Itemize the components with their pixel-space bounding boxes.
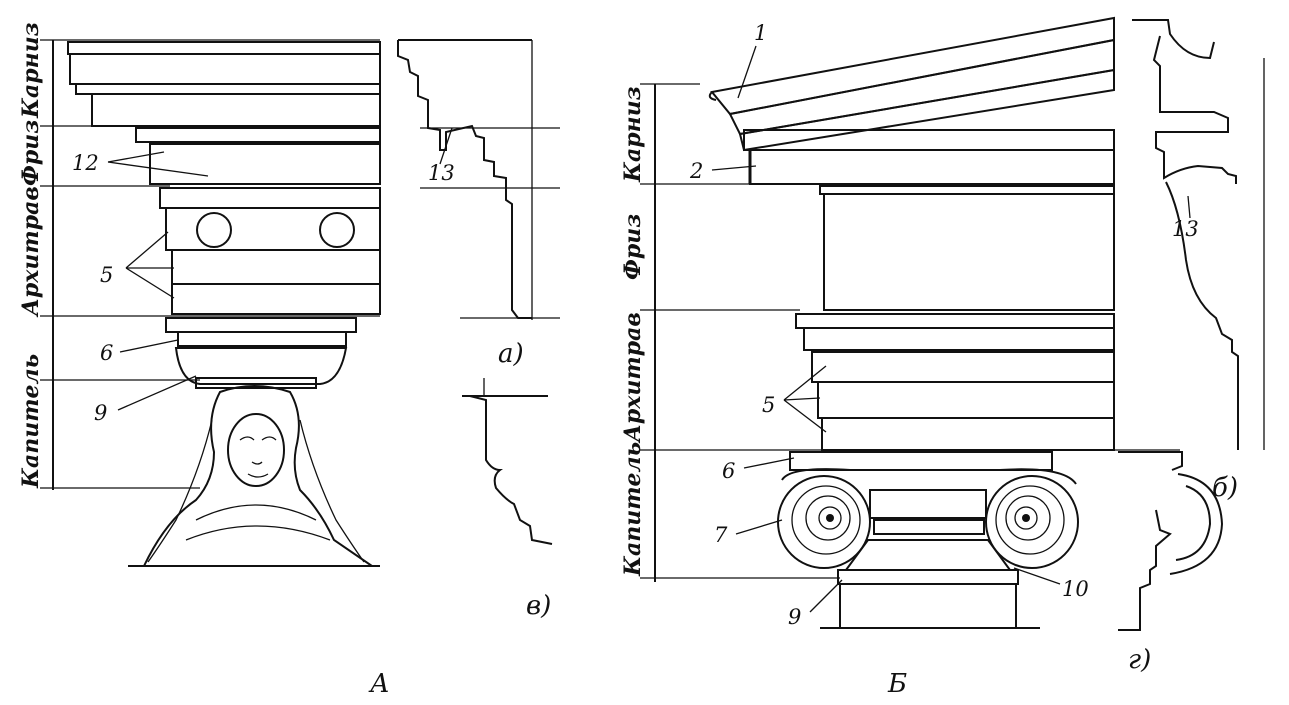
left-zone-label-capital: Капитель xyxy=(18,354,44,489)
left-capital xyxy=(165,317,357,389)
left-frieze xyxy=(135,127,381,185)
right-frieze xyxy=(819,185,1115,311)
right-number-13: 13 xyxy=(1172,217,1199,241)
right-architrave xyxy=(795,313,1115,451)
left-zone-label-cornice: Карниз xyxy=(18,22,44,119)
profile-label-v: в) xyxy=(526,591,551,621)
right-number-10: 10 xyxy=(1062,577,1089,601)
leader-lines xyxy=(107,45,1191,613)
right-capital xyxy=(777,451,1079,629)
volute-right xyxy=(985,475,1079,569)
left-number-13: 13 xyxy=(428,161,455,185)
left-architrave xyxy=(159,187,381,315)
left-number-9: 9 xyxy=(94,401,107,425)
right-zone-label-cornice: Карниз xyxy=(620,86,646,183)
caryatid-figure xyxy=(128,385,380,567)
right-number-1: 1 xyxy=(754,21,767,45)
profile-g xyxy=(1118,451,1224,631)
profile-label-a: а) xyxy=(498,339,524,369)
left-number-6: 6 xyxy=(100,341,113,365)
left-zone-label-architrave: Архитрав xyxy=(18,186,44,318)
profile-label-g: г) xyxy=(1128,645,1151,675)
right-number-9: 9 xyxy=(788,605,801,629)
right-zone-label-frieze: Фриз xyxy=(620,214,646,280)
right-number-6: 6 xyxy=(722,459,735,483)
left-order-group xyxy=(40,39,560,567)
right-number-7: 7 xyxy=(714,523,728,547)
volute-left xyxy=(777,475,871,569)
profile-a xyxy=(397,39,560,320)
right-order-group xyxy=(640,16,1265,631)
profile-b xyxy=(1132,19,1265,450)
right-zone-label-architrave: Архитрав xyxy=(620,312,646,444)
left-cornice xyxy=(67,41,381,127)
right-number-5: 5 xyxy=(762,393,775,417)
left-number-5: 5 xyxy=(100,263,113,287)
right-number-2: 2 xyxy=(689,159,703,183)
profile-label-b: б) xyxy=(1212,473,1238,503)
left-zone-label-frieze: Фриз xyxy=(18,120,44,186)
right-cornice xyxy=(708,16,1115,185)
caption-right-b: Б xyxy=(887,669,907,699)
profile-v xyxy=(462,378,553,545)
caption-left-a: А xyxy=(368,669,390,699)
right-zone-label-capital: Капитель xyxy=(620,442,646,577)
left-number-12: 12 xyxy=(72,151,99,175)
